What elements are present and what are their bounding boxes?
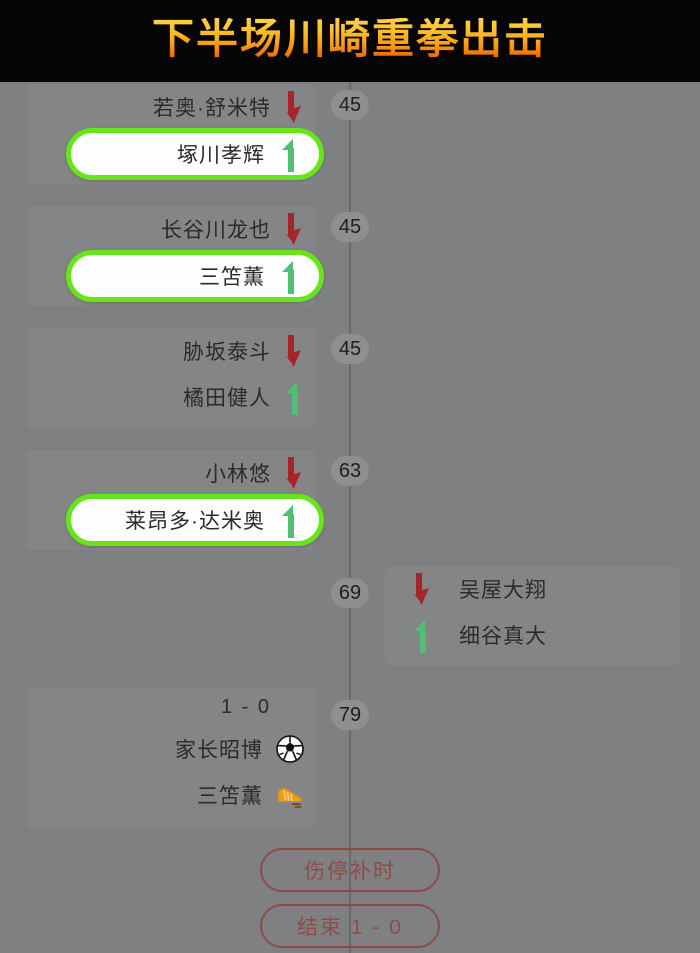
sub-in-player-name: 莱昂多·达米奥: [125, 510, 265, 533]
goal-scorer-name: 家长昭博: [175, 739, 263, 762]
timeline-minute-badge: 45: [331, 334, 369, 364]
substitution-event-card[interactable]: 胁坂泰斗橘田健人: [27, 328, 315, 428]
timeline-minute-badge: 45: [331, 212, 369, 242]
sub-in-arrow-icon: [279, 258, 301, 294]
sub-in-row: 细谷真大: [385, 612, 680, 658]
sub-in-player-name: 橘田健人: [183, 387, 271, 410]
match-timeline: 若奥·舒米特塚川孝辉塚川孝辉45长谷川龙也三笘薫三笘薫45胁坂泰斗橘田健人45小…: [0, 82, 700, 953]
sub-out-arrow-icon: [283, 211, 305, 247]
sub-in-player-name: 三笘薫: [199, 266, 265, 289]
sub-out-row: 吴屋大翔: [385, 566, 680, 612]
goal-assist-row: 三笘薫: [27, 772, 315, 818]
sub-in-player-name: 塚川孝辉: [177, 144, 265, 167]
timeline-minute-badge: 63: [331, 456, 369, 486]
sub-out-player-name: 吴屋大翔: [459, 579, 547, 602]
timeline-minute-badge: 45: [331, 90, 369, 120]
sub-out-player-name: 长谷川龙也: [161, 219, 271, 242]
sub-out-arrow-icon: [411, 571, 433, 607]
score-display: 1 - 0: [220, 695, 271, 718]
sub-in-arrow-icon: [279, 502, 301, 538]
golden-boot-icon: [275, 780, 305, 810]
sub-out-arrow-icon: [283, 89, 305, 125]
substitution-event-card[interactable]: 吴屋大翔细谷真大: [385, 566, 680, 666]
sub-out-row: 若奥·舒米特: [27, 84, 315, 130]
sub-in-arrow-icon: [283, 379, 305, 415]
sub-out-player-name: 小林悠: [205, 463, 271, 486]
sub-out-row: 长谷川龙也: [27, 206, 315, 252]
timeline-minute-badge: 79: [331, 700, 369, 730]
timeline-minute-badge: 69: [331, 578, 369, 608]
sub-out-player-name: 胁坂泰斗: [183, 341, 271, 364]
goal-assist-name: 三笘薫: [197, 785, 263, 808]
sub-out-player-name: 若奥·舒米特: [153, 97, 271, 120]
page-header: 下半场川崎重拳出击: [0, 0, 700, 82]
timeline-spine: [349, 82, 351, 953]
soccer-ball-icon: [275, 734, 305, 764]
highlighted-sub-in-box[interactable]: 三笘薫: [66, 250, 324, 302]
sub-in-player-name: 细谷真大: [459, 625, 547, 648]
highlighted-sub-in-box[interactable]: 塚川孝辉: [66, 128, 324, 180]
full-time-pill[interactable]: 结束 1 - 0: [260, 904, 440, 948]
sub-in-arrow-icon: [411, 617, 433, 653]
stoppage-time-pill[interactable]: 伤停补时: [260, 848, 440, 892]
sub-out-row: 小林悠: [27, 450, 315, 496]
sub-in-row: 橘田健人: [27, 374, 315, 420]
highlighted-sub-in-box[interactable]: 莱昂多·达米奥: [66, 494, 324, 546]
page-title: 下半场川崎重拳出击: [151, 15, 548, 62]
goal-scorer-row: 家长昭博: [27, 726, 315, 772]
goal-event-card[interactable]: 1 - 0 家长昭博三笘薫: [27, 688, 315, 828]
sub-in-arrow-icon: [279, 136, 301, 172]
sub-out-row: 胁坂泰斗: [27, 328, 315, 374]
sub-out-arrow-icon: [283, 455, 305, 491]
sub-out-arrow-icon: [283, 333, 305, 369]
